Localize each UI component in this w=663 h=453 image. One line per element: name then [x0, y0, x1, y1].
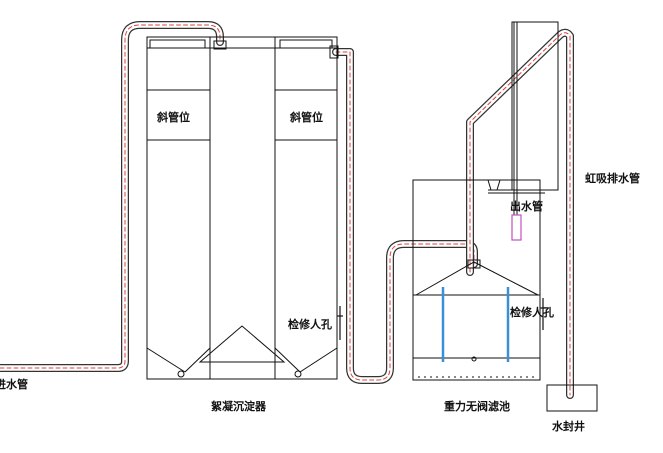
transfer-pipe-flange	[329, 45, 339, 59]
label-tank-left: 斜管位	[156, 110, 190, 124]
label-inlet-pipe: 进水管	[0, 377, 28, 391]
inlet-pipe	[0, 21, 224, 372]
siphon-pipe	[466, 28, 574, 399]
filter-sample-point	[471, 356, 477, 362]
manhole-left-symbol	[337, 306, 343, 340]
inlet-pipe-end	[213, 40, 227, 50]
label-manhole-right: 检修人孔	[510, 305, 554, 319]
settler-tank	[146, 36, 338, 380]
drain-valve-right	[294, 370, 302, 378]
drain-valve-left	[177, 370, 185, 378]
label-settler: 絮凝沉淀器	[211, 399, 267, 413]
label-outlet-pipe: 出水管	[510, 199, 543, 213]
filter-tank	[412, 21, 559, 381]
label-manhole-left: 检修人孔	[288, 317, 332, 331]
label-water-seal-well: 水封井	[552, 419, 585, 433]
transfer-pipe	[332, 48, 478, 384]
siphon-valve	[511, 214, 522, 241]
label-filter: 重力无阀滤池	[444, 399, 510, 413]
label-tank-right: 斜管位	[289, 110, 323, 124]
manhole-right-symbol	[540, 298, 546, 330]
label-siphon-pipe: 虹吸排水管	[585, 171, 640, 185]
water-seal-well	[546, 384, 598, 412]
